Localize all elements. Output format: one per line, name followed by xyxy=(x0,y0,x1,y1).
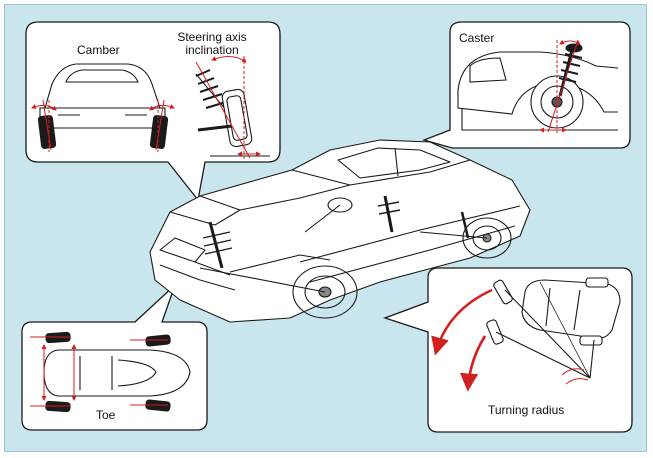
car-illustration xyxy=(149,139,531,323)
toe-markers xyxy=(30,336,168,407)
turning-radius-drawing xyxy=(486,277,621,379)
steering-axis-label: Steering axis inclination xyxy=(166,31,258,57)
toe-drawing xyxy=(43,331,191,413)
steering-axis-markers xyxy=(195,56,261,160)
steering-axis-label-line2: inclination xyxy=(185,43,239,57)
turning-radius-label: Turning radius xyxy=(488,403,565,417)
panel-caster xyxy=(421,21,631,149)
camber-label: Camber xyxy=(77,43,120,57)
camber-angle-markers xyxy=(31,99,175,152)
caster-angle-markers xyxy=(539,39,581,134)
steering-axis-label-line1: Steering axis xyxy=(177,30,247,44)
camber-drawing xyxy=(37,63,169,149)
turning-radius-markers xyxy=(431,288,589,392)
toe-label: Toe xyxy=(96,408,116,422)
caster-label: Caster xyxy=(459,31,495,45)
caster-drawing xyxy=(457,43,619,131)
